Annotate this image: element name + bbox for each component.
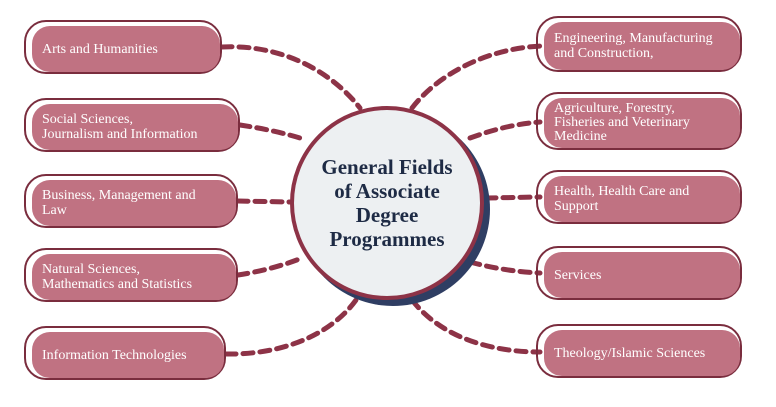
field-pill: Social Sciences, Journalism and Informat…: [32, 104, 238, 150]
field-label: Information Technologies: [42, 347, 187, 363]
connector-left-1: [219, 44, 363, 111]
field-node-left-1: Arts and Humanities: [24, 20, 222, 74]
field-label: Business, Management and Law: [42, 188, 196, 218]
field-label: Health, Health Care and Support: [554, 184, 690, 214]
connector-right-3: [483, 194, 543, 201]
center-circle: General Fields of Associate Degree Progr…: [290, 106, 484, 300]
field-label: Arts and Humanities: [42, 41, 158, 57]
center-title: General Fields of Associate Degree Progr…: [321, 155, 453, 251]
connector-right-2: [467, 119, 543, 141]
field-node-right-5: Theology/Islamic Sciences: [536, 324, 742, 378]
connector-right-5: [409, 297, 543, 355]
connector-left-5: [223, 297, 359, 357]
connector-left-2: [237, 122, 303, 141]
field-node-left-4: Natural Sciences, Mathematics and Statis…: [24, 248, 238, 302]
field-label: Natural Sciences, Mathematics and Statis…: [42, 262, 193, 292]
field-node-left-3: Business, Management and Law: [24, 174, 238, 228]
field-pill: Information Technologies: [32, 332, 224, 378]
field-pill: Services: [544, 252, 740, 298]
field-pill: Theology/Islamic Sciences: [544, 330, 740, 376]
field-label: Theology/Islamic Sciences: [554, 345, 706, 361]
field-pill: Engineering, Manufacturing and Construct…: [544, 22, 740, 70]
field-node-right-3: Health, Health Care and Support: [536, 170, 742, 224]
field-label: Agriculture, Forestry, Fisheries and Vet…: [554, 101, 690, 144]
field-pill: Health, Health Care and Support: [544, 176, 740, 222]
connector-left-3: [235, 198, 293, 205]
field-label: Social Sciences, Journalism and Informat…: [42, 112, 198, 142]
field-pill: Agriculture, Forestry, Fisheries and Vet…: [544, 98, 740, 148]
field-pill: Business, Management and Law: [32, 180, 236, 226]
field-node-left-5: Information Technologies: [24, 326, 226, 380]
field-node-right-2: Agriculture, Forestry, Fisheries and Vet…: [536, 92, 742, 150]
field-label: Services: [554, 267, 602, 283]
field-node-right-1: Engineering, Manufacturing and Construct…: [536, 16, 742, 72]
field-label: Engineering, Manufacturing and Construct…: [554, 31, 713, 61]
field-node-right-4: Services: [536, 246, 742, 300]
field-pill: Natural Sciences, Mathematics and Statis…: [32, 254, 236, 300]
connector-left-4: [235, 255, 305, 278]
field-pill: Arts and Humanities: [32, 26, 220, 72]
connector-right-4: [467, 259, 543, 276]
field-node-left-2: Social Sciences, Journalism and Informat…: [24, 98, 240, 152]
connector-right-1: [409, 43, 545, 111]
